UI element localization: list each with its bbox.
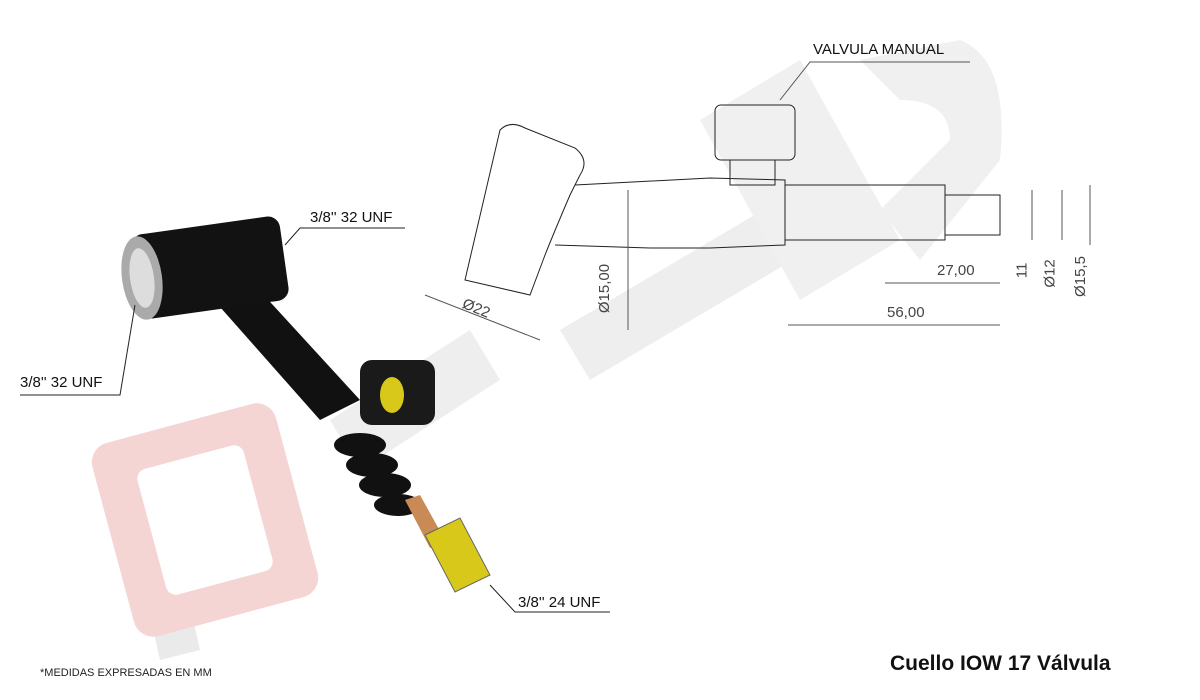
torch-neck-technical-view <box>424 61 1091 341</box>
watermark-logo <box>91 40 1002 660</box>
dim-length-27: 27,00 <box>937 262 975 279</box>
units-note: *MEDIDAS EXPRESADAS EN MM <box>40 667 212 679</box>
product-title: Cuello IOW 17 Válvula <box>890 652 1111 675</box>
dim-length-56: 56,00 <box>887 304 925 321</box>
torch-neck-3d <box>121 216 491 593</box>
dim-diameter-15: Ø15,00 <box>596 263 614 314</box>
dim-height-11: 11 <box>1013 262 1031 279</box>
callout-thread-left: 3/8'' 32 UNF <box>20 374 103 391</box>
callout-valvula-manual: VALVULA MANUAL <box>813 41 945 58</box>
callout-thread-bottom: 3/8'' 24 UNF <box>518 594 601 611</box>
dim-diameter-15-5: Ø15,5 <box>1071 256 1089 297</box>
callout-thread-top: 3/8'' 32 UNF <box>310 209 393 226</box>
callout-leaders <box>20 227 610 613</box>
dimension-lines <box>424 61 1091 341</box>
dim-diameter-12: Ø12 <box>1041 259 1059 288</box>
